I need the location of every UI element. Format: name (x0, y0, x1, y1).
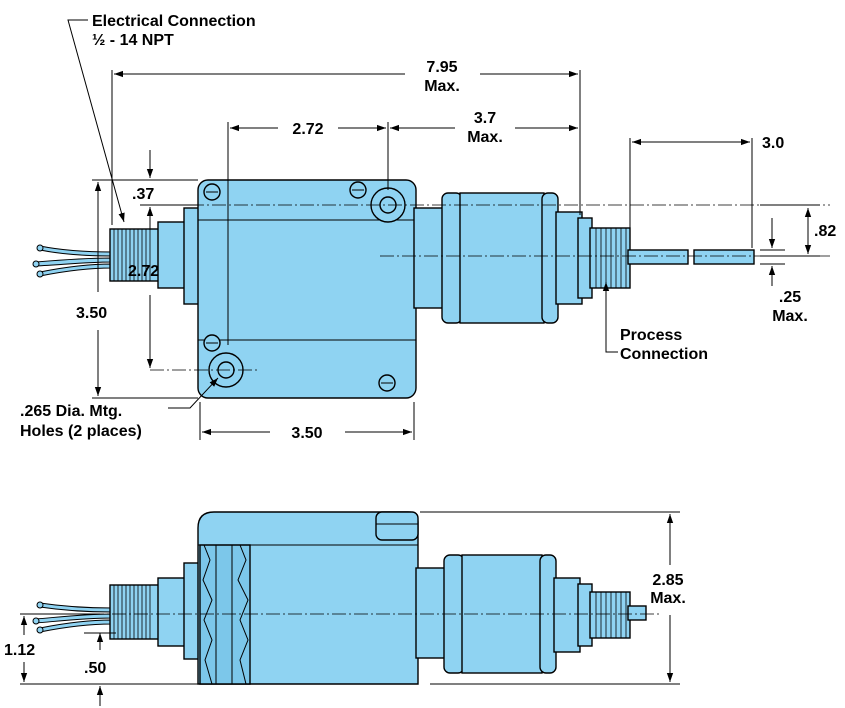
label-overall-length: 7.95 (426, 59, 457, 76)
label-overall-length-max: Max. (424, 78, 460, 95)
label-probe-dia-max: Max. (772, 308, 808, 325)
top-view (32, 19, 830, 440)
label-probe-length: 3.0 (762, 135, 784, 152)
label-electrical-connection-size: ½ - 14 NPT (92, 32, 174, 49)
lead-wires-top (32, 244, 113, 278)
label-body-length: 2.72 (292, 121, 323, 138)
housing-side (197, 511, 419, 685)
label-conduit-height: 1.12 (4, 642, 35, 659)
conduit-fitting-side (109, 562, 201, 660)
label-side-height: 2.85 (652, 572, 683, 589)
dimension-lines-side (20, 511, 680, 706)
label-mounting-holes-2: Holes (2 places) (20, 423, 142, 440)
process-fitting-top (413, 192, 755, 324)
label-probe-offset: .82 (814, 223, 836, 240)
label-fitting-length: 3.7 (474, 110, 496, 127)
housing-top (197, 179, 417, 399)
label-width: 3.50 (291, 425, 322, 442)
dimension-lines-top (67, 19, 820, 440)
label-mounting-holes: .265 Dia. Mtg. (20, 403, 122, 420)
dimension-labels: Electrical Connection ½ - 14 NPT 7.95 Ma… (4, 13, 836, 677)
label-probe-dia: .25 (779, 289, 801, 306)
conduit-fitting-top (109, 207, 201, 305)
label-base-offset: .50 (84, 660, 106, 677)
side-view (20, 511, 680, 706)
lead-wires-side (32, 601, 113, 634)
label-mount-spacing: 2.72 (128, 263, 159, 280)
process-fitting-side (415, 554, 647, 674)
label-process-connection-2: Connection (620, 346, 708, 363)
label-process-connection: Process (620, 327, 682, 344)
label-electrical-connection: Electrical Connection (92, 13, 256, 30)
label-height: 3.50 (76, 305, 107, 322)
label-top-offset: .37 (132, 186, 154, 203)
label-side-height-max: Max. (650, 590, 686, 607)
label-fitting-length-max: Max. (467, 129, 503, 146)
